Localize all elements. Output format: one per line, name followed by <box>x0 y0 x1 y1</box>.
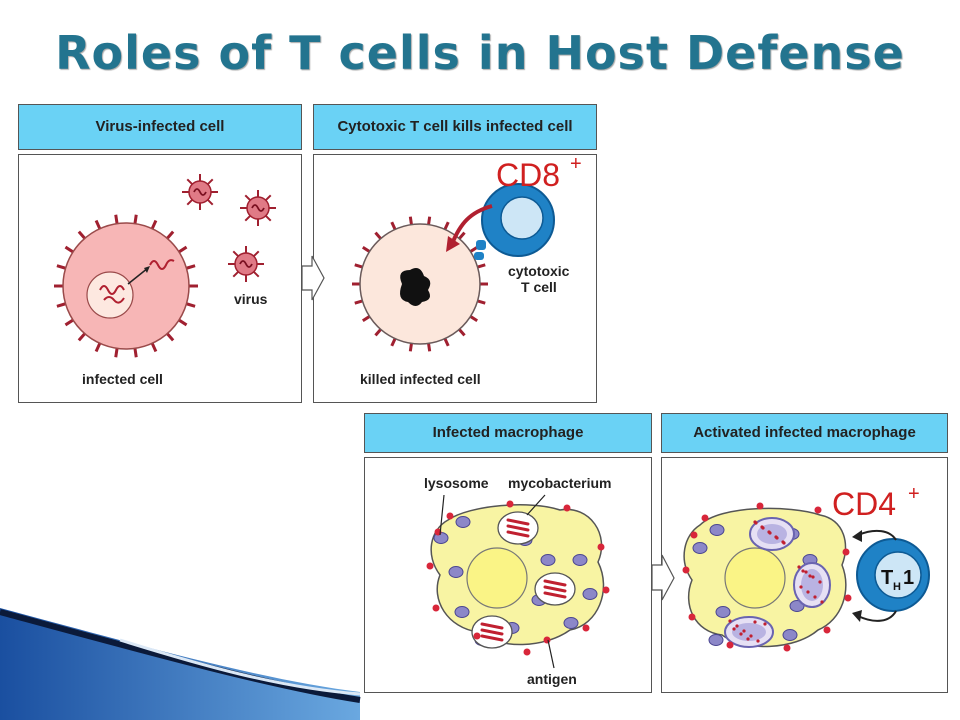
th1-label-h: H <box>893 581 901 593</box>
phagolysosome <box>749 517 795 551</box>
lysosome <box>448 566 464 578</box>
antigen-dot <box>597 543 605 551</box>
marker-cd4-sup: + <box>908 483 920 505</box>
antigen-dot <box>473 632 481 640</box>
label-infected-cell: infected cell <box>82 371 163 387</box>
label-antigen: antigen <box>527 671 577 687</box>
antigen-dot <box>844 594 852 602</box>
antigen-dot <box>842 548 850 556</box>
th1-label-1: 1 <box>903 567 914 589</box>
antigen-dot <box>582 624 590 632</box>
label-mycobacterium: mycobacterium <box>508 475 611 491</box>
antigen-dot <box>814 506 822 514</box>
lysosome <box>540 554 556 566</box>
antigen-dot <box>602 586 610 594</box>
panel-header-cytotoxic-t-cell-kills: Cytotoxic T cell kills infected cell <box>313 104 597 150</box>
antigen-dot <box>682 566 690 574</box>
marker-cd8: CD8 <box>496 157 560 193</box>
label-cytotoxic: cytotoxic <box>508 263 570 279</box>
activated-macrophage <box>682 502 852 652</box>
antigen-dot <box>690 531 698 539</box>
mycobacterium-vacuole <box>534 572 576 606</box>
antigen-dot <box>543 636 551 644</box>
antigen-dot <box>823 626 831 634</box>
virus-particles <box>182 174 276 282</box>
antigen-dot <box>523 648 531 656</box>
mycobacterium-vacuole <box>471 615 513 649</box>
lysosome <box>782 629 798 641</box>
transition-arrow-1 <box>301 255 325 301</box>
infected-cell <box>54 214 198 358</box>
lysosome <box>692 542 708 554</box>
virus-particle <box>240 190 276 226</box>
antigen-dot <box>446 512 454 520</box>
infected-macrophage <box>426 500 610 656</box>
antigen-dot <box>726 641 734 649</box>
lysosome <box>454 606 470 618</box>
antigen-dot <box>506 500 514 508</box>
antigen-dot <box>563 504 571 512</box>
panel-header-infected-macrophage: Infected macrophage <box>364 413 652 453</box>
th1-label-t: T <box>881 567 893 589</box>
decorative-swoosh <box>0 608 361 720</box>
antigen-dot <box>756 502 764 510</box>
activated-macrophage-nucleus <box>724 547 786 609</box>
antigen-dot <box>688 613 696 621</box>
transition-arrow-2 <box>651 554 675 601</box>
infected-cell-nucleus <box>86 271 134 319</box>
lysosome <box>708 634 724 646</box>
antigen-dot <box>701 514 709 522</box>
lysosome <box>563 617 579 629</box>
label-killed-infected-cell: killed infected cell <box>360 371 481 387</box>
lysosome <box>709 524 725 536</box>
antigen-dot <box>783 644 791 652</box>
activation-arrow-top <box>857 529 897 541</box>
cytotoxic-t-cell <box>474 183 555 260</box>
antigen-dot <box>426 562 434 570</box>
label-virus: virus <box>234 291 268 307</box>
killed-infected-cell <box>352 216 488 352</box>
th1-cell: T H 1 <box>856 538 930 612</box>
phagolysosome <box>724 616 774 648</box>
antigen-dot <box>432 604 440 612</box>
label-lysosome: lysosome <box>424 475 489 491</box>
kill-arrow <box>450 204 493 245</box>
lysosome <box>715 606 731 618</box>
virus-particle <box>182 174 218 210</box>
slide-title: Roles of T cells in Host Defense <box>55 26 905 80</box>
virus-particle <box>228 246 264 282</box>
lysosome <box>572 554 588 566</box>
panel-header-virus-infected-cell: Virus-infected cell <box>18 104 302 150</box>
label-t-cell: T cell <box>521 279 557 295</box>
phagolysosome <box>793 562 831 608</box>
marker-cd8-sup: + <box>570 153 582 175</box>
panel-header-activated-infected-macrophage: Activated infected macrophage <box>661 413 948 453</box>
lysosome <box>455 516 471 528</box>
mycobacterium-vacuole <box>497 511 539 545</box>
activation-arrow-bottom <box>857 610 897 622</box>
macrophage-nucleus <box>466 547 528 609</box>
marker-cd4: CD4 <box>832 486 896 522</box>
fragmented-nucleus <box>400 268 431 306</box>
lysosome <box>582 588 598 600</box>
